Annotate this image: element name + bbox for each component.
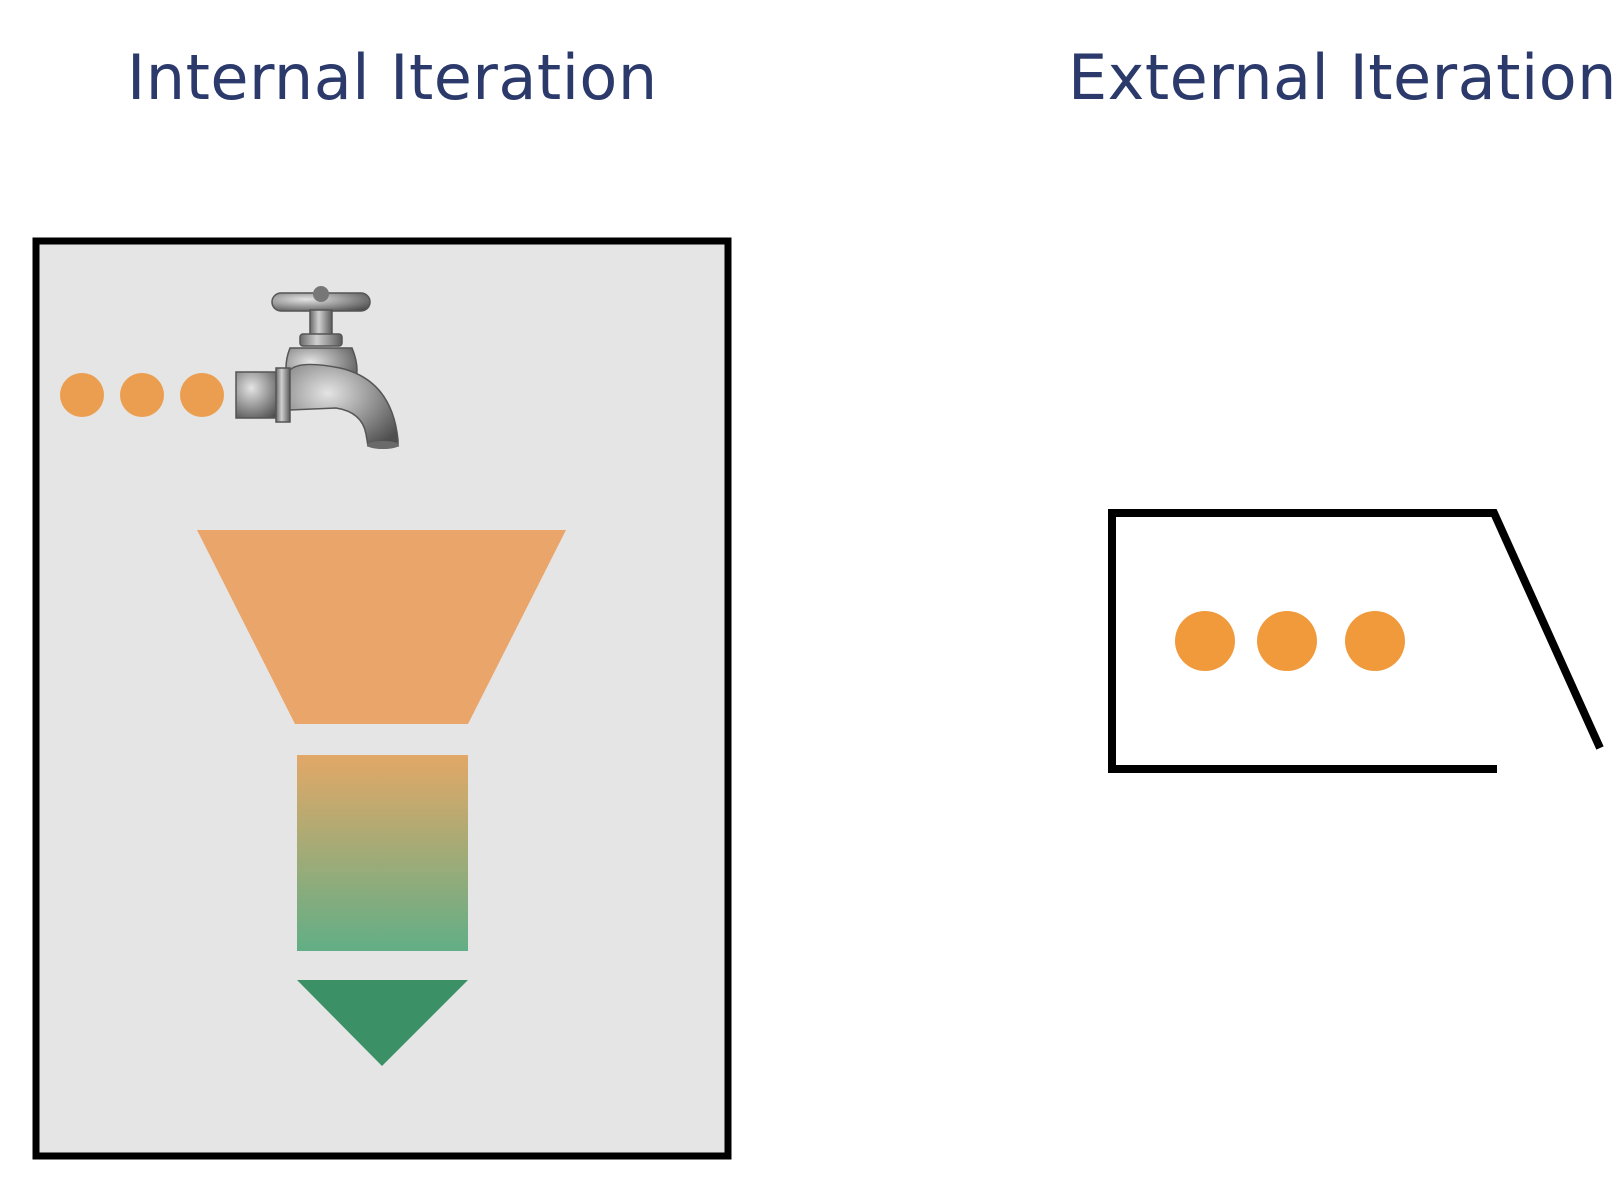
external-dots bbox=[1175, 611, 1405, 671]
external-iteration-title: External Iteration bbox=[1068, 41, 1617, 114]
external-dot-1 bbox=[1175, 611, 1235, 671]
external-dot-3 bbox=[1345, 611, 1405, 671]
faucet-icon bbox=[235, 286, 399, 449]
external-iteration-panel bbox=[1108, 509, 1604, 773]
map-tube-shape bbox=[297, 755, 468, 951]
filter-funnel-shape bbox=[197, 530, 566, 724]
output-arrow-shape bbox=[297, 980, 468, 1066]
external-dot-2 bbox=[1257, 611, 1317, 671]
internal-iteration-panel bbox=[32, 237, 732, 1160]
internal-dot-3 bbox=[180, 373, 224, 417]
internal-iteration-title: Internal Iteration bbox=[127, 41, 658, 114]
internal-dots bbox=[60, 373, 224, 417]
bucket-icon bbox=[1108, 509, 1604, 773]
internal-dot-2 bbox=[120, 373, 164, 417]
internal-dot-1 bbox=[60, 373, 104, 417]
